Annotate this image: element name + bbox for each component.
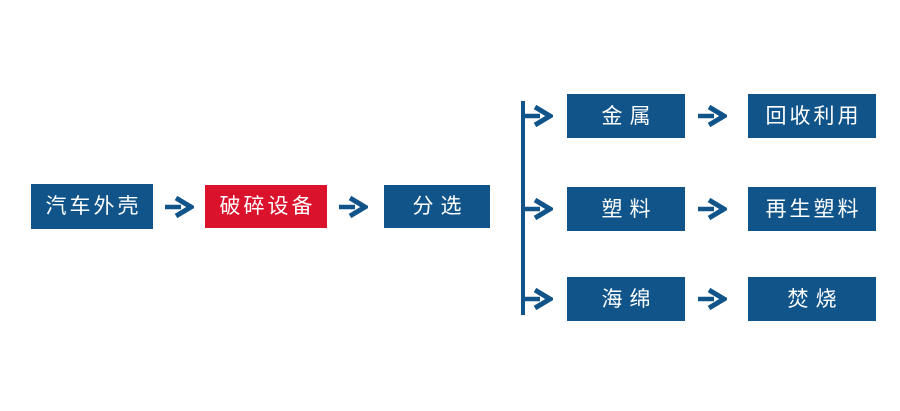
arrow-right-icon (698, 287, 727, 311)
node-sponge: 海绵 (567, 277, 685, 321)
arrow-right-icon (698, 197, 727, 221)
node-plastic: 塑料 (567, 187, 685, 231)
node-recycle: 回收利用 (748, 94, 876, 138)
node-car-shell: 汽车外壳 (31, 184, 153, 229)
arrow-right-icon (524, 104, 553, 128)
node-incineration: 焚烧 (748, 277, 876, 321)
arrow-right-icon (524, 197, 553, 221)
arrow-right-icon (165, 195, 194, 219)
branch-connector-line (521, 101, 525, 315)
node-crusher: 破碎设备 (205, 185, 327, 228)
arrow-right-icon (698, 104, 727, 128)
node-sorting: 分选 (384, 185, 490, 228)
node-metal: 金属 (567, 94, 685, 138)
node-recycled-plastic: 再生塑料 (748, 187, 876, 231)
arrow-right-icon (339, 195, 368, 219)
arrow-right-icon (524, 287, 553, 311)
